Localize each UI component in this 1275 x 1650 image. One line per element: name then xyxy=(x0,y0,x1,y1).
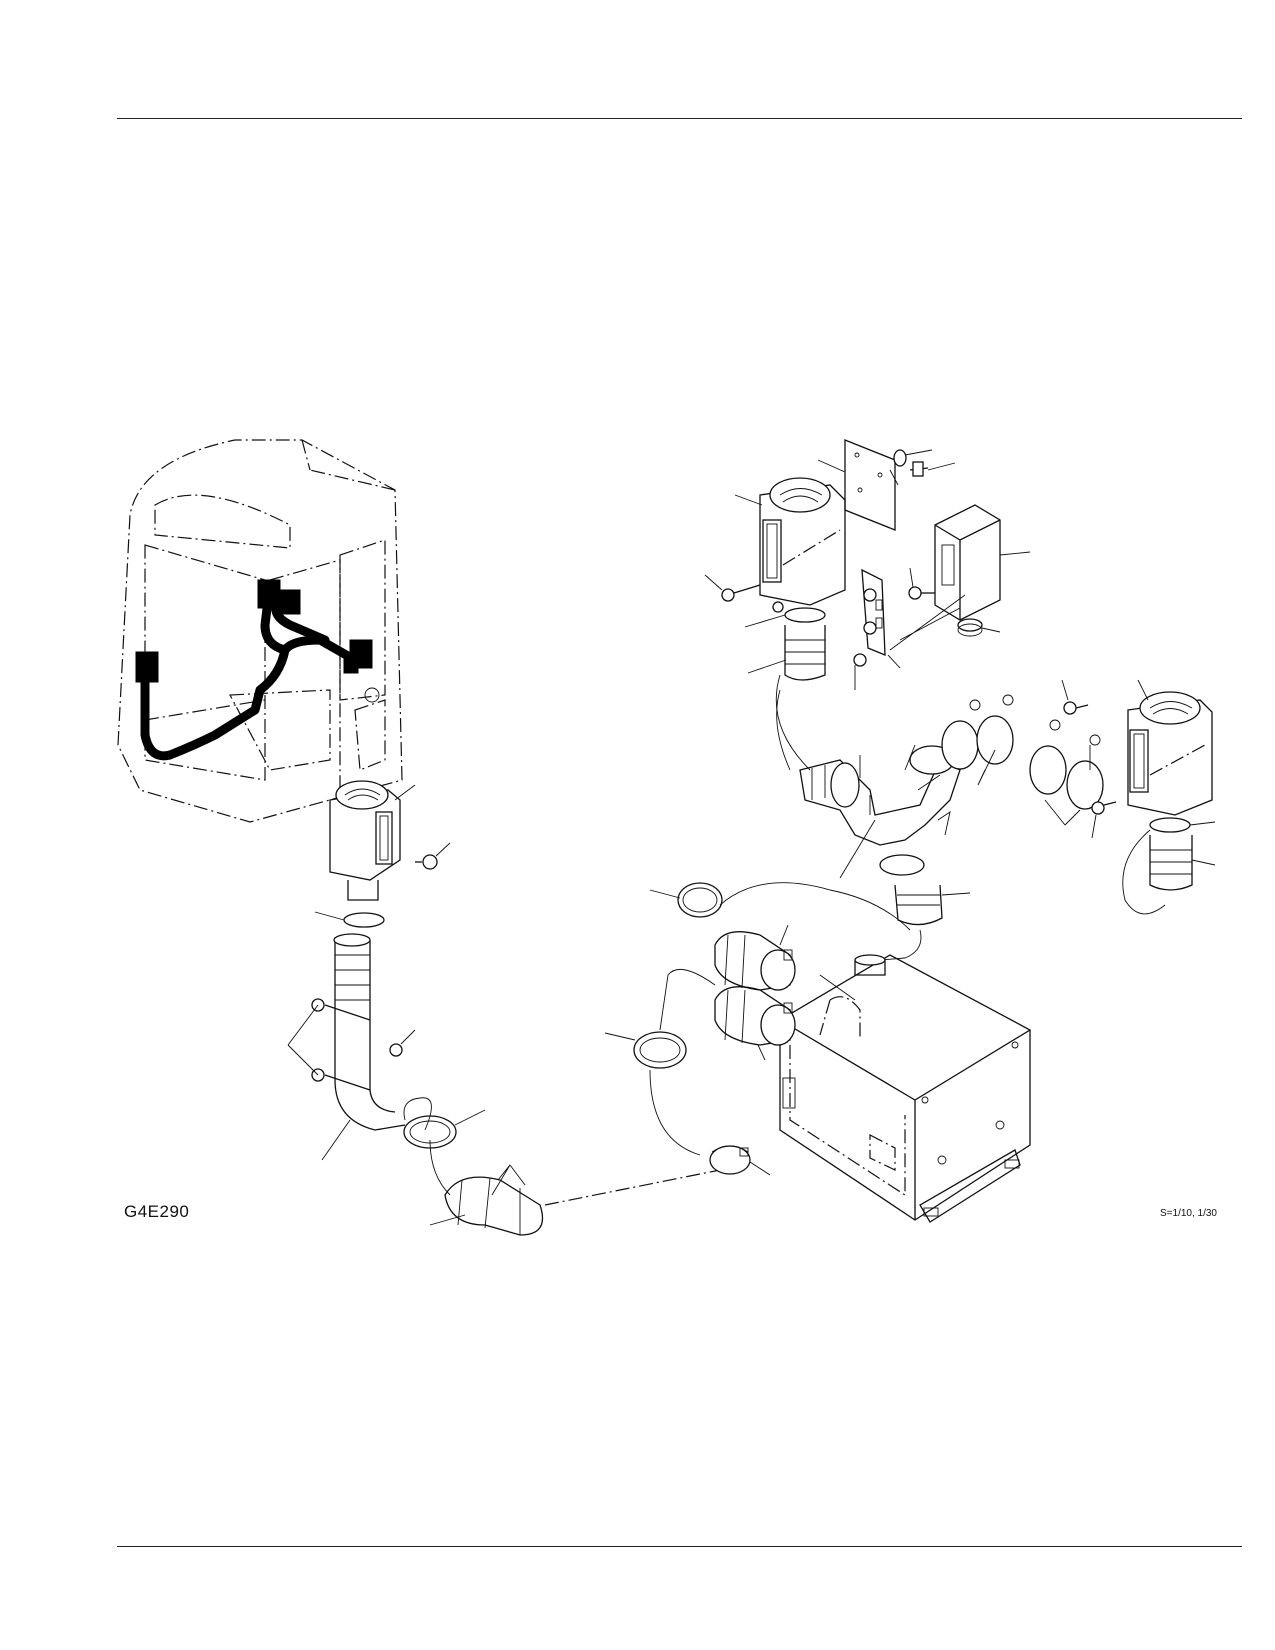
left-vertical-duct xyxy=(287,911,416,1161)
hose-clamps xyxy=(941,679,1117,839)
junction-box xyxy=(889,504,1031,651)
left-air-vent xyxy=(329,780,451,901)
top-left-air-vent xyxy=(704,477,846,771)
control-panel-bracket xyxy=(853,568,901,690)
left-vent-screw xyxy=(415,842,451,870)
mounting-plate xyxy=(817,439,956,531)
header-rule xyxy=(117,118,1242,119)
junction-screw xyxy=(908,567,935,600)
y-branch-duct xyxy=(776,689,971,961)
duct-bolt xyxy=(389,1029,416,1057)
bracket-screw xyxy=(853,653,867,690)
clamp-screw-bottom xyxy=(1091,801,1117,839)
wiring-harness xyxy=(135,579,373,761)
heater-unit xyxy=(778,954,1032,1223)
figure-id: G4E290 xyxy=(124,1202,190,1221)
elbow-hose xyxy=(403,1097,721,1236)
cab xyxy=(117,439,403,823)
footer-rule xyxy=(117,1546,1242,1547)
top-right-air-vent xyxy=(1122,679,1216,915)
top-left-vent-screw xyxy=(704,574,761,602)
scale-note: S=1/10, 1/30 xyxy=(1160,1208,1217,1219)
clamp-screw-top xyxy=(1061,679,1089,715)
heater-inlet-ducts xyxy=(604,882,911,1176)
